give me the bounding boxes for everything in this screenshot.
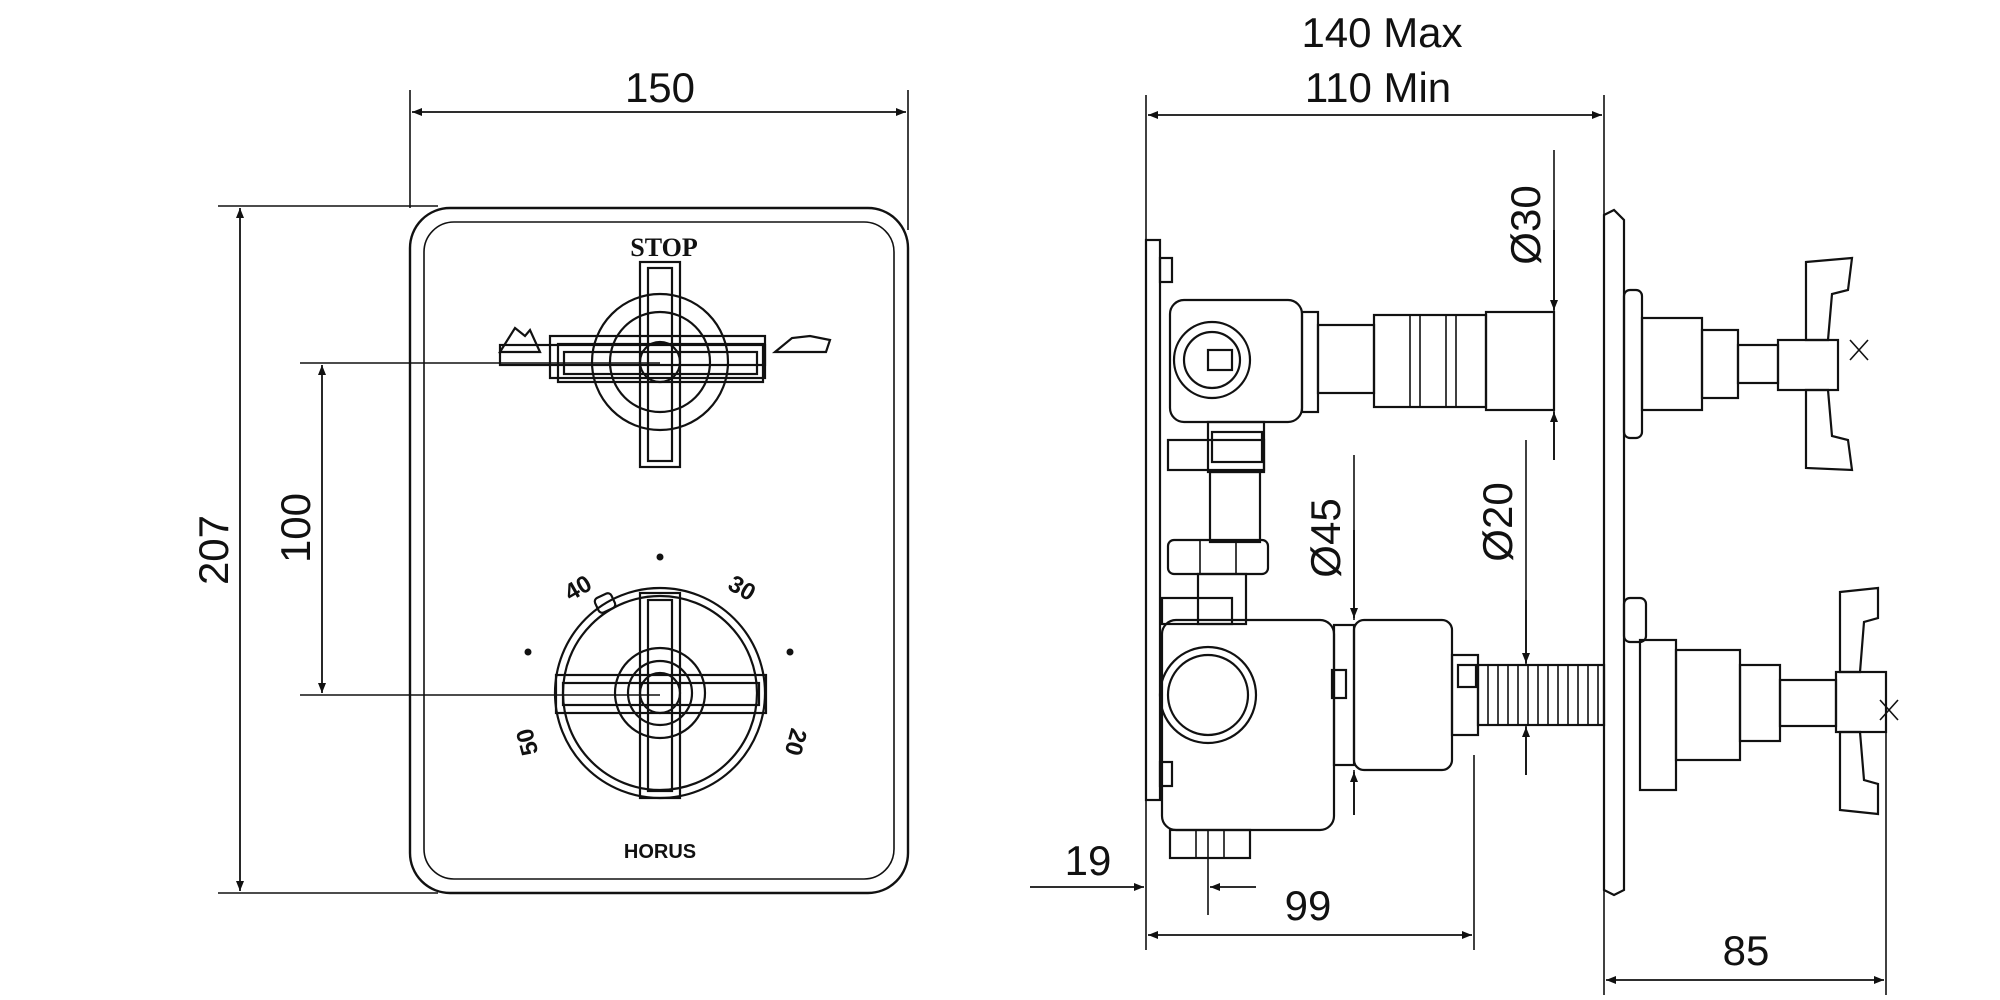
faceplate	[408, 206, 910, 895]
faceplate-side	[1602, 208, 1626, 897]
lower-cross-handle	[1834, 670, 1888, 734]
mounting-plate	[1144, 238, 1162, 802]
dimension-99-label: 99	[1285, 882, 1332, 929]
diameter-30-label: Ø30	[1502, 185, 1549, 264]
diverter-handle-ring	[590, 292, 730, 432]
dimension-19-label: 19	[1065, 837, 1112, 884]
stop-label: STOP	[630, 233, 698, 262]
bath-icon	[498, 326, 542, 354]
width-dimension-label: 150	[625, 64, 695, 111]
threaded-spindle	[1476, 663, 1606, 727]
upper-cross-handle	[1776, 338, 1840, 392]
brand-label: HORUS	[624, 841, 696, 863]
center-distance-label: 100	[272, 493, 319, 563]
side-view: 140 Max 110 Min Ø30 Ø45 Ø20 19 99 85	[1030, 9, 1899, 995]
shower-icon	[771, 334, 832, 354]
lower-cartridge-nut	[1352, 618, 1454, 772]
front-view: 150 207 100 STOP	[190, 64, 910, 895]
dimension-85-label: 85	[1723, 927, 1770, 974]
depth-min-label: 110 Min	[1305, 64, 1451, 111]
faceplate-inner-edge	[423, 221, 895, 880]
union-nut	[1166, 538, 1270, 576]
valve-body-upper	[1168, 298, 1304, 424]
thermostat-handle-hub	[638, 671, 682, 715]
height-dimension-label: 207	[190, 515, 237, 585]
depth-max-label: 140 Max	[1301, 9, 1462, 56]
diameter-20-label: Ø20	[1474, 482, 1521, 561]
upper-cartridge	[1372, 313, 1488, 409]
diverter-handle-hub	[638, 340, 682, 384]
diameter-45-label: Ø45	[1302, 498, 1349, 577]
